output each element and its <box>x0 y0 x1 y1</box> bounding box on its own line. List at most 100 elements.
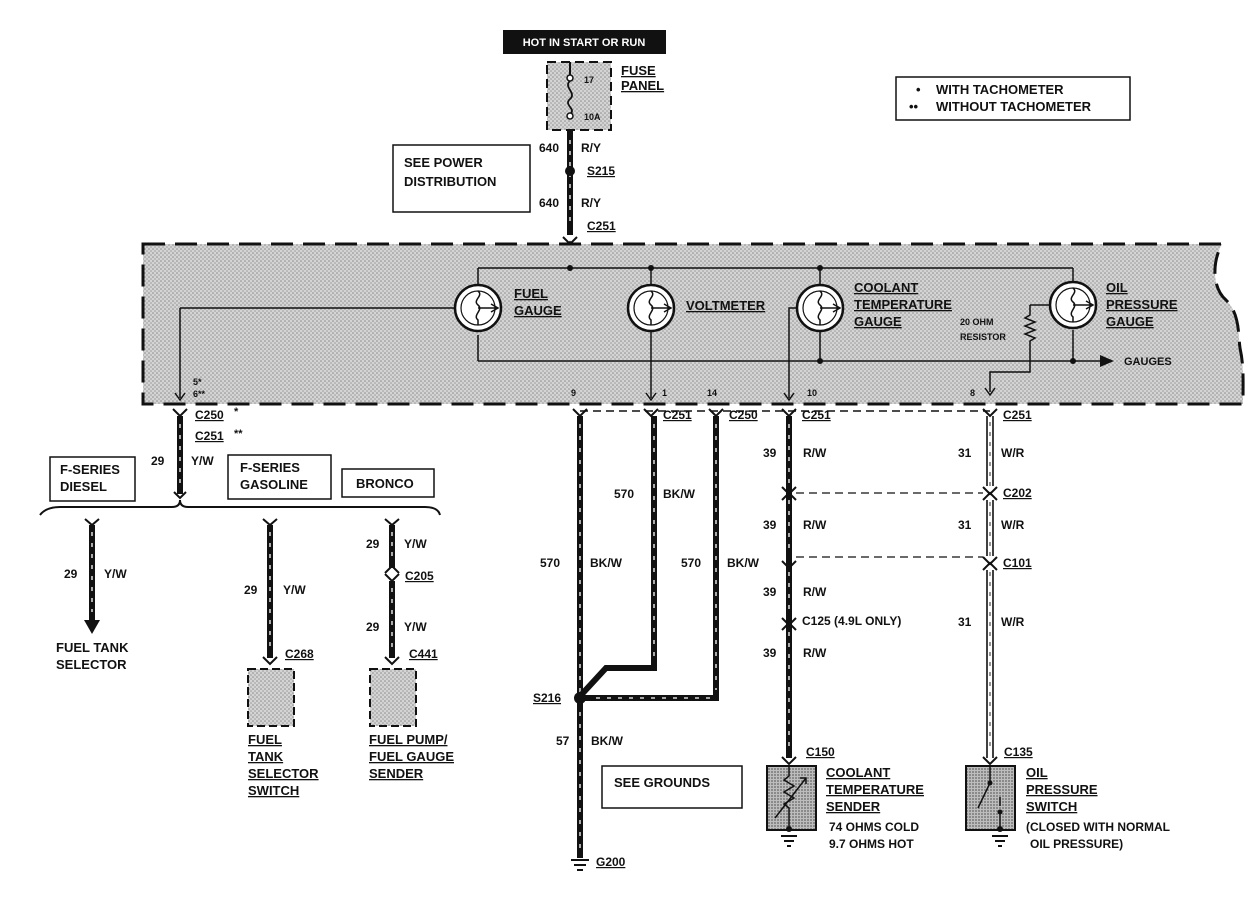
ground-g200-icon <box>571 859 589 871</box>
coolant-gauge-label-3: GAUGE <box>854 314 902 329</box>
resistor-icon <box>989 305 1038 392</box>
coolant-sender-label-1: COOLANT <box>826 765 890 780</box>
connector-c251-gnd-label: C251 <box>663 408 692 422</box>
feed-color-lower: R/Y <box>581 196 601 210</box>
w570a-color: BK/W <box>663 487 696 501</box>
fuse-number: 17 <box>584 75 594 85</box>
tank-selector-label-2: SELECTOR <box>56 657 127 672</box>
oil-w1-color: W/R <box>1001 446 1025 460</box>
fuel-gauge-label-1: FUEL <box>514 286 548 301</box>
feed-circuit-upper: 640 <box>539 141 559 155</box>
coolant-temp-gauge-icon <box>795 283 845 333</box>
resistor-label-2: RESISTOR <box>960 332 1006 342</box>
oil-gauge-label-1: OIL <box>1106 280 1128 295</box>
splice-s215-dot <box>565 166 575 176</box>
oil-gauge-label-2: PRESSURE <box>1106 297 1178 312</box>
feed-circuit-lower: 640 <box>539 196 559 210</box>
oil-note-2: OIL PRESSURE) <box>1030 837 1123 851</box>
switch-label-2: TANK <box>248 749 284 764</box>
coolant-sender-label-3: SENDER <box>826 799 881 814</box>
gas-wire-circuit: 29 <box>244 583 258 597</box>
oil-pressure-switch-icon <box>965 765 1016 847</box>
switch-label-3: SELECTOR <box>248 766 319 781</box>
bronco-wire-lower-color: Y/W <box>404 620 427 634</box>
voltmeter-icon <box>626 283 676 333</box>
coolant-w2-color: R/W <box>803 518 827 532</box>
fuse-panel-title-2: PANEL <box>621 78 664 93</box>
coolant-w3-color: R/W <box>803 585 827 599</box>
coolant-w4-circuit: 39 <box>763 646 777 660</box>
oil-note-1: (CLOSED WITH NORMAL <box>1026 820 1170 834</box>
legend-box: • WITH TACHOMETER •• WITHOUT TACHOMETER <box>895 76 1131 121</box>
connector-c441-label: C441 <box>409 647 438 661</box>
fuel-pump-sender-icon <box>369 668 417 727</box>
connector-c250-left-icon <box>172 408 188 418</box>
bronco-wire-lower-circuit: 29 <box>366 620 380 634</box>
oil-w2-color: W/R <box>1001 518 1025 532</box>
switch-label-1: FUEL <box>248 732 282 747</box>
w570a-circuit: 570 <box>614 487 634 501</box>
to-tank-selector-arrow-icon <box>84 620 100 634</box>
pin-14: 14 <box>707 388 717 398</box>
pin-1: 1 <box>662 388 667 398</box>
ground-g200-label: G200 <box>596 855 626 869</box>
oil-switch-label-2: PRESSURE <box>1026 782 1098 797</box>
pin-8: 8 <box>970 388 975 398</box>
w570b-circuit: 570 <box>540 556 560 570</box>
legend-double-dot: •• <box>909 99 919 114</box>
connector-c250-left-mark: * <box>234 406 239 418</box>
oil-w3-circuit: 31 <box>958 615 972 629</box>
pump-sender-label-2: FUEL GAUGE <box>369 749 454 764</box>
w570c-circuit: 570 <box>681 556 701 570</box>
hot-in-start-or-run-header: HOT IN START OR RUN <box>503 30 666 54</box>
coolant-sender-branch: C251 39 R/W 39 R/W 39 R/W C125 (4.9L ONL… <box>763 408 924 851</box>
coolant-sender-label-2: TEMPERATURE <box>826 782 924 797</box>
diesel-wire-color: Y/W <box>104 567 127 581</box>
oil-pressure-switch-branch: C251 31 W/R C202 31 W/R C101 31 W/R C135… <box>958 408 1170 851</box>
instrument-cluster: GAUGES FUEL GAUGE VOLTMETER COO <box>141 242 1245 406</box>
option-box-diesel <box>49 456 136 502</box>
voltmeter-label: VOLTMETER <box>686 298 766 313</box>
oil-gauge-label-3: GAUGE <box>1106 314 1154 329</box>
splice-s215-label: S215 <box>587 164 615 178</box>
connector-c135-label: C135 <box>1004 745 1033 759</box>
connector-c250-left-label: C250 <box>195 408 224 422</box>
coolant-spec-cold: 74 OHMS COLD <box>829 820 919 834</box>
resistor-label-1: 20 OHM <box>960 317 994 327</box>
connector-c251-top-label: C251 <box>587 219 616 233</box>
fuel-sender-branch: C250 * C251 ** 29 Y/W F-SERIES DIESEL F-… <box>39 406 454 798</box>
bronco-wire-upper-color: Y/W <box>404 537 427 551</box>
pump-sender-label-3: SENDER <box>369 766 424 781</box>
coolant-w4-color: R/W <box>803 646 827 660</box>
oil-pressure-gauge-icon <box>1048 280 1098 330</box>
hot-label: HOT IN START OR RUN <box>523 37 646 49</box>
ground-branch: C251 C250 570 BK/W 570 BK/W 570 BK/W S21… <box>533 408 760 871</box>
fuse-rating: 10A <box>584 112 601 122</box>
coolant-spec-hot: 9.7 OHMS HOT <box>829 837 914 851</box>
left-trunk-color: Y/W <box>191 454 214 468</box>
oil-w1-circuit: 31 <box>958 446 972 460</box>
pin-10: 10 <box>807 388 817 398</box>
coolant-w1-color: R/W <box>803 446 827 460</box>
oil-w3-color: W/R <box>1001 615 1025 629</box>
w57-circuit: 57 <box>556 734 570 748</box>
tank-selector-label-1: FUEL TANK <box>56 640 129 655</box>
power-dist-line-1: SEE POWER <box>404 155 483 170</box>
w57-color: BK/W <box>591 734 624 748</box>
splice-s216-label: S216 <box>533 691 561 705</box>
connector-c251-coolant-label: C251 <box>802 408 831 422</box>
connector-c101-label: C101 <box>1003 556 1032 570</box>
oil-w2-circuit: 31 <box>958 518 972 532</box>
w570b-color: BK/W <box>590 556 623 570</box>
connector-c251-oil-label: C251 <box>1003 408 1032 422</box>
left-trunk-circuit: 29 <box>151 454 165 468</box>
coolant-temp-sender-icon <box>766 765 817 847</box>
coolant-gauge-label-2: TEMPERATURE <box>854 297 952 312</box>
pump-sender-label-1: FUEL PUMP/ <box>369 732 448 747</box>
pin-9: 9 <box>571 388 576 398</box>
coolant-w1-circuit: 39 <box>763 446 777 460</box>
connector-c251-left-label: C251 <box>195 429 224 443</box>
legend-single-dot: • <box>916 82 921 97</box>
pin-left-b: 6** <box>193 389 206 399</box>
connector-c205-icon <box>384 564 400 574</box>
